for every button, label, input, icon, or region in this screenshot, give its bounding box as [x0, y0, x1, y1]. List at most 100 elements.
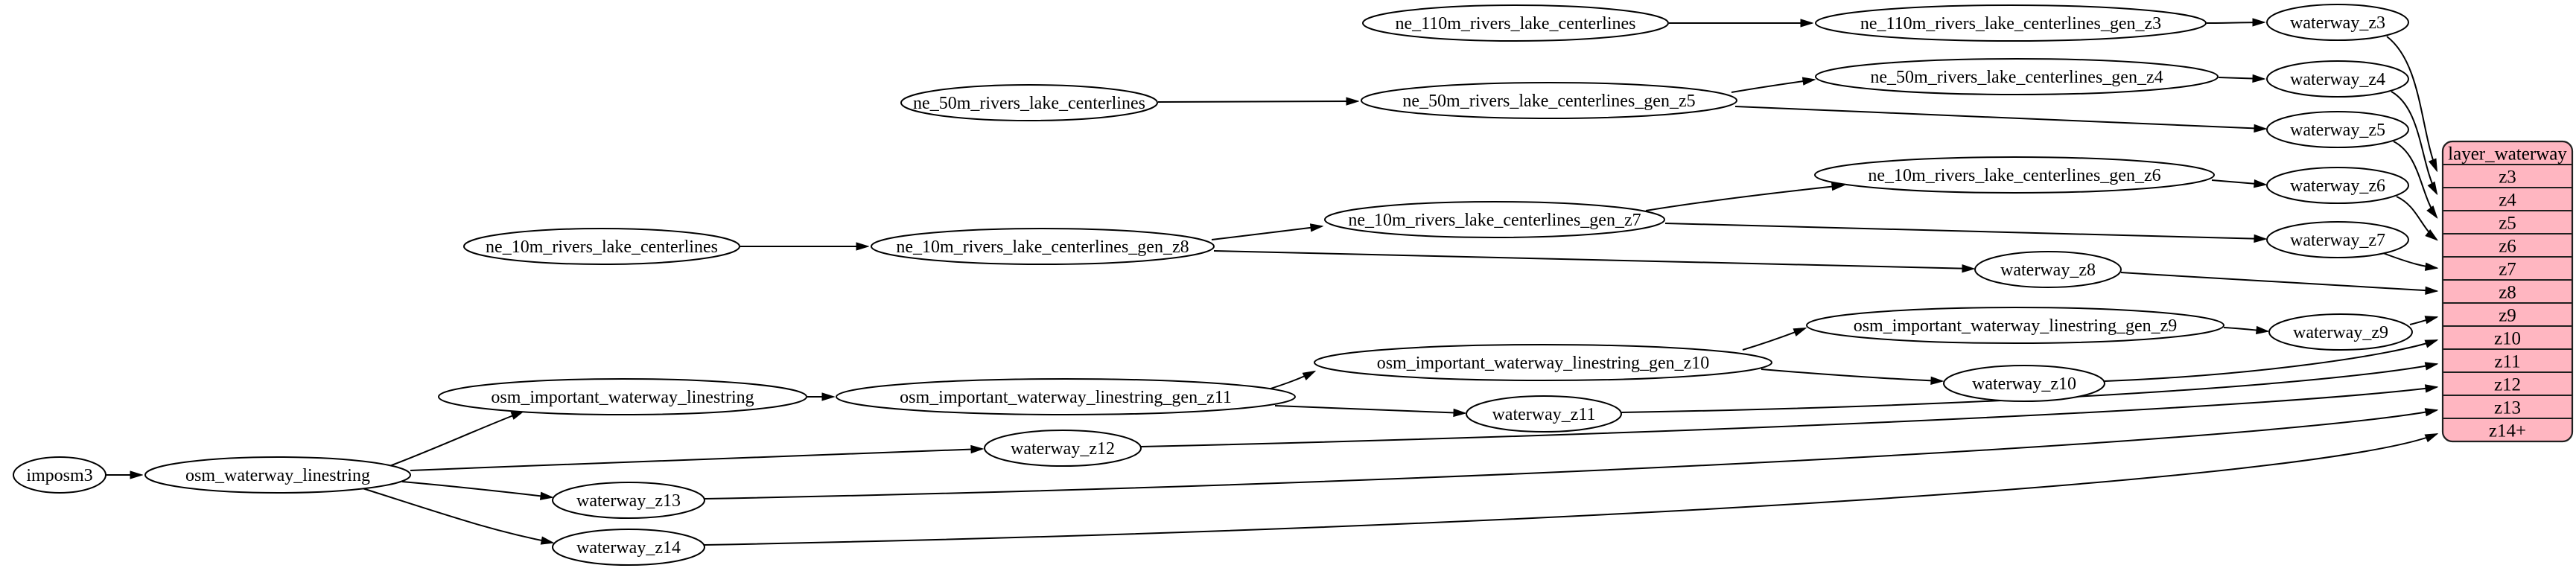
node-ellipse: [1361, 82, 1737, 119]
node-label: waterway_z10: [1972, 374, 2076, 394]
node-ellipse: [2266, 4, 2409, 41]
table-title: layer_waterway: [2448, 144, 2567, 164]
edge-waterway_z6-row_z6: [2396, 196, 2437, 240]
edge-gen_z5-gen_z4: [1731, 80, 1814, 93]
node-label: ne_10m_rivers_lake_centerlines_gen_z6: [1868, 166, 2160, 185]
table-row-z6: z6: [2499, 236, 2516, 256]
node-waterway_z14: waterway_z14: [552, 529, 705, 566]
edge-waterway_z8-row_z8: [2120, 272, 2437, 291]
node-ellipse: [2266, 60, 2409, 98]
table-row-z14plus: z14+: [2489, 421, 2526, 441]
edge-waterway_z12-row_z12: [1140, 387, 2437, 447]
node-label: waterway_z7: [2290, 231, 2385, 250]
edge-gen_z11-waterway_z11: [1274, 405, 1465, 413]
node-waterway_z7: waterway_z7: [2266, 221, 2409, 258]
edge-gen_z4-waterway_z4: [2218, 77, 2264, 79]
node-label: osm_important_waterway_linestring: [491, 388, 754, 407]
node-label: waterway_z13: [576, 491, 681, 511]
node-label: waterway_z12: [1011, 439, 1115, 459]
node-ellipse: [1815, 58, 2219, 95]
layer-waterway-table: layer_waterway z3 z4 z5 z6 z7 z8 z9 z10 …: [2441, 140, 2574, 443]
node-ellipse: [1814, 156, 2215, 194]
nodes-layer: imposm3 osm_waterway_linestring osm_impo…: [13, 4, 2413, 566]
node-ellipse: [836, 378, 1296, 415]
edge-gen_z10-gen_z9: [1742, 328, 1805, 351]
edges-layer: [105, 22, 2437, 546]
node-osm_important_waterway_linestring: osm_important_waterway_linestring: [438, 378, 807, 415]
node-waterway_z10: waterway_z10: [1943, 365, 2105, 402]
edge-gen_z7-gen_z6: [1645, 185, 1843, 211]
node-ne_110m_rivers_lake_centerlines_gen_z3: ne_110m_rivers_lake_centerlines_gen_z3: [1815, 4, 2207, 42]
edge-gen_z7-waterway_z7: [1664, 223, 2265, 239]
node-waterway_z4: waterway_z4: [2266, 60, 2409, 98]
node-imposm3: imposm3: [13, 456, 106, 494]
node-ellipse: [13, 456, 106, 494]
node-osm_important_waterway_linestring_gen_z10: osm_important_waterway_linestring_gen_z1…: [1314, 344, 1772, 381]
table-row-z9: z9: [2499, 305, 2516, 325]
edge-waterway_z14-row_z14plus: [704, 434, 2437, 546]
node-label: waterway_z4: [2290, 70, 2385, 89]
node-ellipse: [1815, 4, 2207, 42]
node-label: osm_important_waterway_linestring_gen_z1…: [1377, 354, 1710, 373]
node-ne_50m_rivers_lake_centerlines_gen_z5: ne_50m_rivers_lake_centerlines_gen_z5: [1361, 82, 1737, 119]
table-row-z11: z11: [2494, 351, 2520, 371]
node-ellipse: [1806, 307, 2224, 344]
node-waterway_z8: waterway_z8: [1974, 251, 2122, 288]
node-label: imposm3: [26, 466, 92, 485]
table-row-z7: z7: [2499, 259, 2516, 279]
node-ellipse: [900, 84, 1158, 121]
node-label: ne_110m_rivers_lake_centerlines_gen_z3: [1860, 14, 2161, 33]
node-waterway_z5: waterway_z5: [2266, 111, 2409, 148]
node-osm_important_waterway_linestring_gen_z11: osm_important_waterway_linestring_gen_z1…: [836, 378, 1296, 415]
edge-waterway_z11-row_z11: [1621, 364, 2437, 413]
table-row-z5: z5: [2499, 213, 2516, 233]
node-label: waterway_z3: [2290, 13, 2385, 33]
node-label: waterway_z9: [2293, 323, 2388, 342]
edge-waterway_z3-row_z3: [2386, 36, 2437, 170]
node-ellipse: [2266, 111, 2409, 148]
node-label: waterway_z6: [2290, 176, 2385, 196]
node-label: ne_50m_rivers_lake_centerlines_gen_z5: [1402, 92, 1695, 111]
node-ne_110m_rivers_lake_centerlines: ne_110m_rivers_lake_centerlines: [1362, 4, 1669, 42]
table-row-z8: z8: [2499, 282, 2516, 302]
node-ne_10m_rivers_lake_centerlines_gen_z7: ne_10m_rivers_lake_centerlines_gen_z7: [1324, 201, 1665, 238]
node-ellipse: [463, 228, 740, 265]
edge-waterway_z9-row_z9: [2409, 317, 2437, 325]
node-waterway_z13: waterway_z13: [552, 482, 705, 519]
node-label: ne_10m_rivers_lake_centerlines_gen_z8: [896, 237, 1189, 257]
edge-gen_z8-waterway_z8: [1213, 250, 1974, 269]
node-label: osm_waterway_linestring: [185, 466, 370, 485]
edge-osm_waterway_linestring-waterway_z12: [410, 449, 982, 471]
edge-osm_waterway_linestring-osm_important_waterway_linestring: [383, 412, 523, 469]
node-label: ne_110m_rivers_lake_centerlines: [1396, 14, 1636, 33]
node-ne_50m_rivers_lake_centerlines: ne_50m_rivers_lake_centerlines: [900, 84, 1158, 121]
node-ellipse: [984, 430, 1142, 467]
node-ellipse: [1362, 4, 1669, 42]
node-label: waterway_z11: [1492, 405, 1595, 424]
node-ellipse: [2268, 313, 2413, 351]
edge-gen_z5-waterway_z5: [1734, 106, 2265, 129]
node-ne_10m_rivers_lake_centerlines: ne_10m_rivers_lake_centerlines: [463, 228, 740, 265]
table-row-z12: z12: [2494, 374, 2521, 395]
edge-gen_z8-gen_z7: [1211, 226, 1322, 240]
edge-osm_waterway_linestring-waterway_z13: [401, 481, 552, 497]
node-ellipse: [1314, 344, 1772, 381]
node-ellipse: [438, 378, 807, 415]
node-ne_10m_rivers_lake_centerlines_gen_z6: ne_10m_rivers_lake_centerlines_gen_z6: [1814, 156, 2215, 194]
edge-waterway_z13-row_z13: [704, 410, 2437, 500]
node-waterway_z12: waterway_z12: [984, 430, 1142, 467]
node-label: waterway_z14: [576, 538, 681, 558]
edge-gen_z6-waterway_z6: [2211, 179, 2265, 185]
node-ellipse: [144, 456, 411, 494]
table-row-z13: z13: [2494, 398, 2521, 418]
node-label: waterway_z5: [2290, 121, 2385, 140]
node-ellipse: [2266, 221, 2409, 258]
edge-waterway_z10-row_z10: [2104, 339, 2437, 382]
table-row-z10: z10: [2494, 328, 2521, 348]
node-label: ne_10m_rivers_lake_centerlines_gen_z7: [1348, 211, 1641, 230]
node-label: ne_50m_rivers_lake_centerlines: [913, 94, 1145, 113]
table-row-z3: z3: [2499, 167, 2516, 187]
table-row-separators: [2443, 164, 2572, 419]
